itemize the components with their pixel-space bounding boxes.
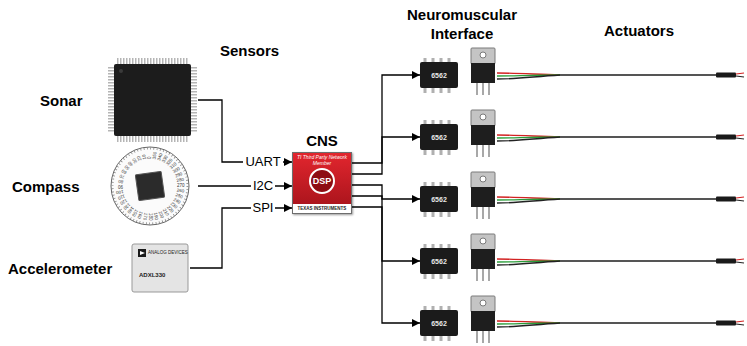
logo-mark: DSP xyxy=(309,168,335,194)
chip-marking: 6562 xyxy=(431,134,447,141)
signal-arrow xyxy=(352,137,420,174)
bus-label: SPI xyxy=(251,200,276,216)
dial-number: 160 xyxy=(136,211,143,220)
dial-number: 70 xyxy=(119,173,125,179)
sensor-name: Sonar xyxy=(40,92,83,109)
signal-arrow xyxy=(198,100,292,162)
sensor-block: Accelerometer xyxy=(8,240,190,296)
sonar-chip xyxy=(111,61,194,139)
sensor-name: Accelerometer xyxy=(8,260,112,277)
dial-number: 90 xyxy=(118,184,123,189)
transistor-symbol xyxy=(471,110,495,157)
dial-number: 270 xyxy=(177,184,185,189)
transistor-symbol xyxy=(471,48,495,95)
dsp-logo: CNSTI Third Party Network MemberDSPTEXAS… xyxy=(292,152,352,214)
compass-dial xyxy=(111,147,189,225)
signal-arrow xyxy=(352,207,420,323)
transistor-symbol xyxy=(471,296,495,343)
transistor-symbol xyxy=(471,234,495,281)
signal-arrow xyxy=(352,75,420,163)
dial-number: 180 xyxy=(148,213,153,221)
actuator-wire xyxy=(497,197,744,204)
dial-number: 10 xyxy=(142,154,147,160)
bus-label: UART xyxy=(243,154,282,170)
chip-marking: 6562 xyxy=(431,196,447,203)
dial-number: 190 xyxy=(152,212,158,220)
signal-arrow xyxy=(352,196,420,261)
chip-marking: 6562 xyxy=(431,258,447,265)
bus-label: I2C xyxy=(251,178,275,194)
dial-number: 80 xyxy=(118,178,124,183)
signal-arrow xyxy=(352,185,420,199)
optocoupler-chip: 6562 xyxy=(420,62,458,88)
actuator-wire xyxy=(497,135,744,142)
logo-tagline: TI Third Party Network Member xyxy=(293,153,351,166)
optocoupler-chip: 6562 xyxy=(420,124,458,150)
actuator-wire xyxy=(497,259,744,266)
actuator-wire xyxy=(497,321,744,328)
signal-arrow xyxy=(198,185,292,186)
chip-marking: 6562 xyxy=(431,320,447,327)
cns-heading: CNS xyxy=(306,132,338,149)
sensor-name: Compass xyxy=(12,178,80,195)
column-heading: Sensors xyxy=(220,42,279,61)
column-heading: Neuromuscular Interface xyxy=(397,6,527,44)
dial-number: 280 xyxy=(176,178,184,184)
chip-marking: ADXL330 xyxy=(139,272,165,278)
accelerometer-chip xyxy=(132,244,188,292)
logo-brand: TEXAS INSTRUMENTS xyxy=(293,204,351,213)
chip-marking: 6562 xyxy=(431,72,447,79)
dial-number: 100 xyxy=(116,188,124,194)
column-heading: Actuators xyxy=(604,22,674,41)
chip-marking: ANALOG DEVICES xyxy=(148,250,188,255)
optocoupler-chip: 6562 xyxy=(420,310,458,336)
actuator-wire xyxy=(497,73,744,80)
optocoupler-chip: 6562 xyxy=(420,248,458,274)
optocoupler-chip: 6562 xyxy=(420,186,458,212)
sensor-block: Sonar xyxy=(40,57,198,143)
signal-arrow xyxy=(190,208,292,268)
dial-number: 170 xyxy=(142,212,148,220)
transistor-symbol xyxy=(471,172,495,219)
